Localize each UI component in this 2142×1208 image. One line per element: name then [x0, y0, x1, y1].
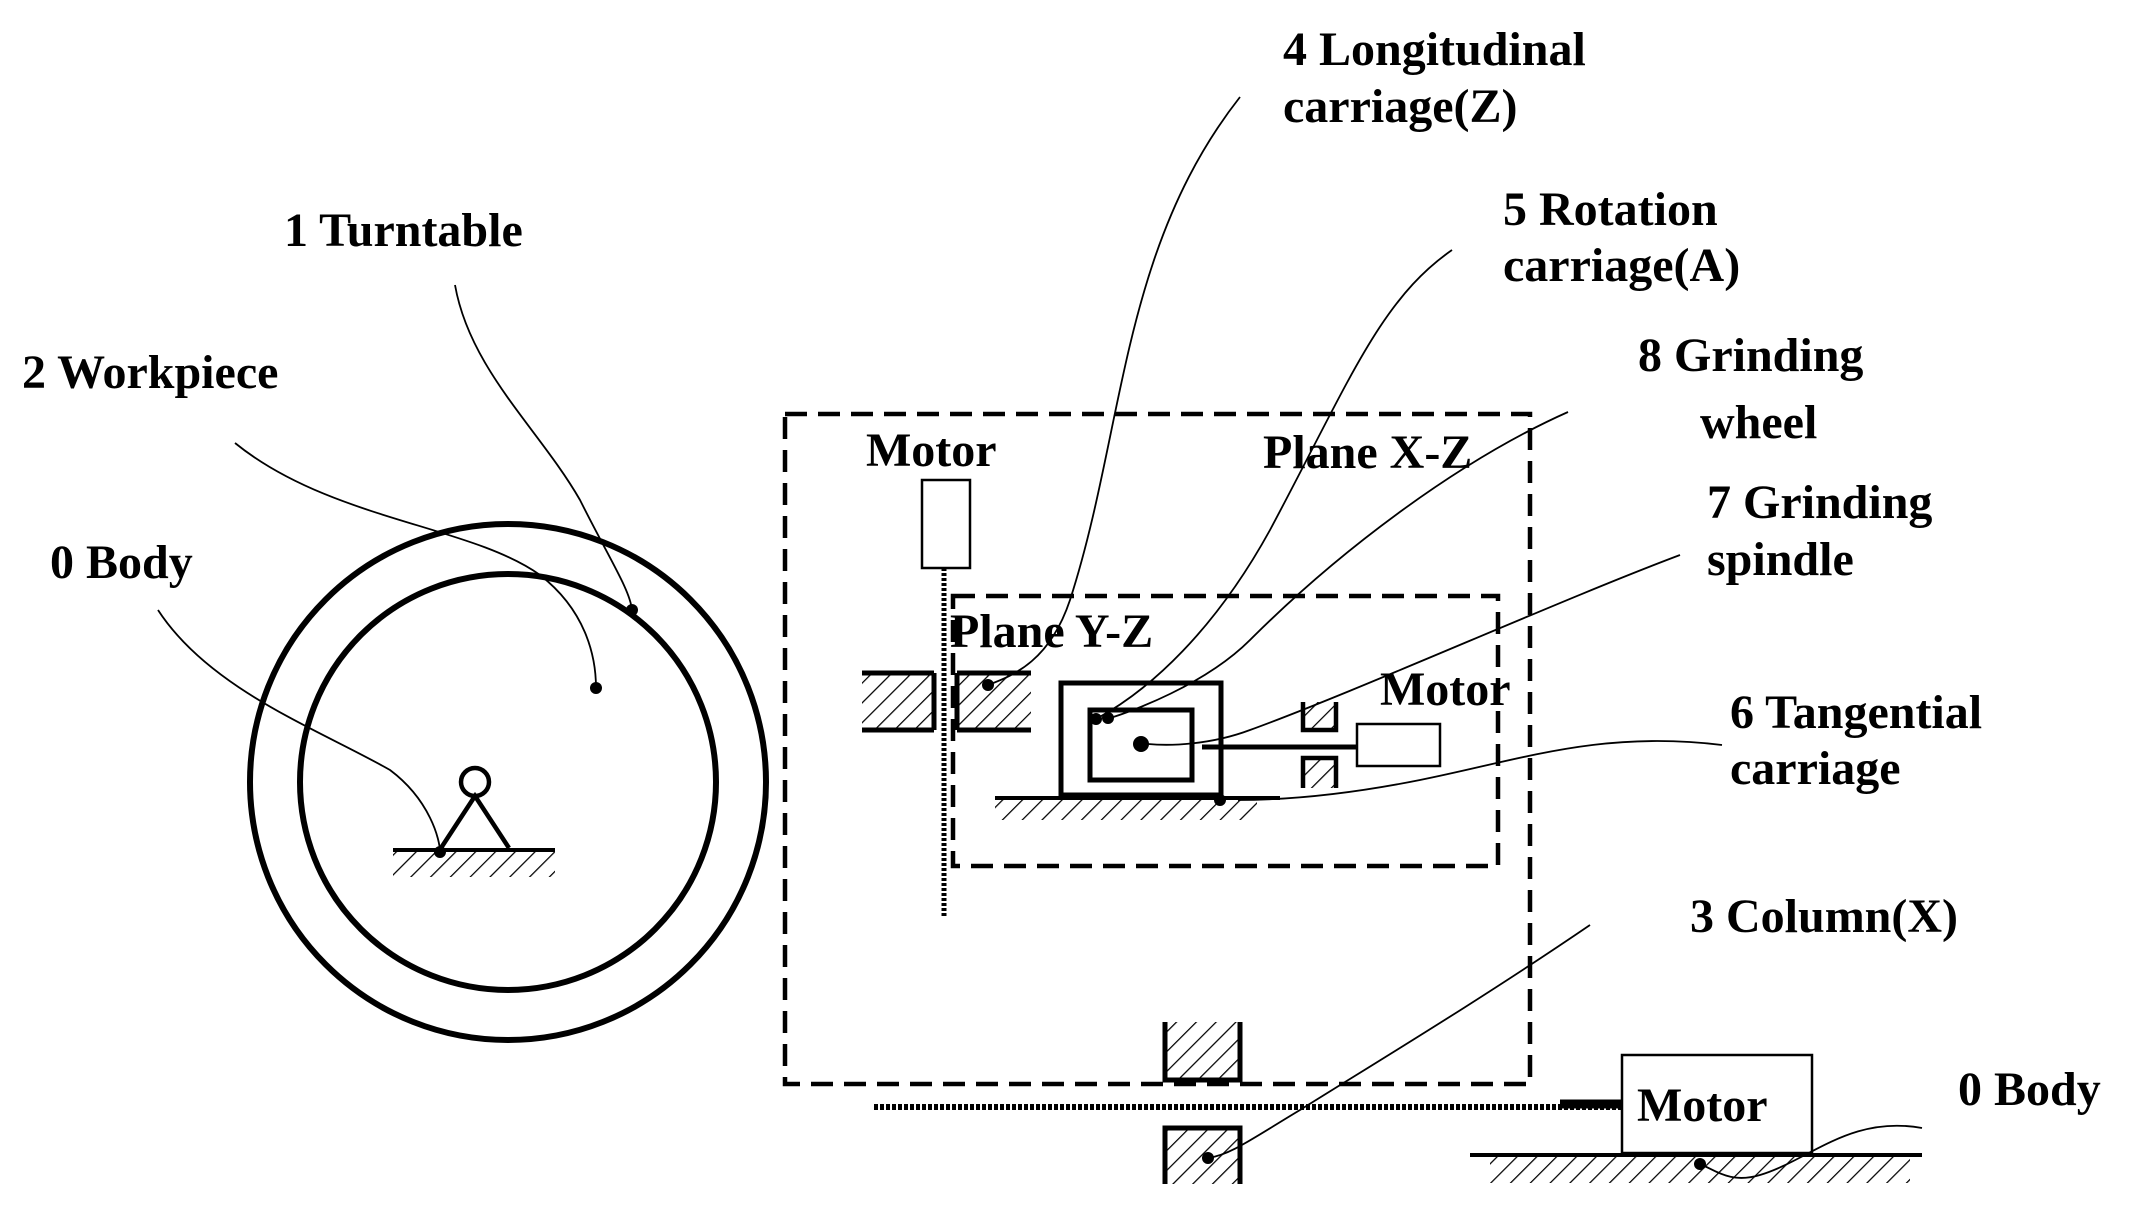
dot-rotation [1090, 713, 1102, 725]
leader-body-left [157, 609, 441, 853]
rotation-carriage-box [1087, 707, 1195, 783]
leader-dots [434, 604, 1706, 1170]
motor-right-box [1355, 722, 1442, 768]
leader-longitudinal [987, 96, 1241, 686]
leader-tangential [1237, 740, 1723, 801]
dot-workpiece [590, 682, 602, 694]
turntable-group [247, 521, 769, 1043]
leader-body-right [1699, 1124, 1923, 1179]
label-longitudinal-line2: carriage(Z) [1283, 80, 1518, 133]
motor-bottom-box [1620, 1053, 1814, 1155]
label-plane-xz: Plane X-Z [1263, 426, 1472, 479]
leader-rotation [1095, 249, 1453, 720]
label-plane-yz: Plane Y-Z [950, 605, 1153, 658]
label-motor-right: Motor [1380, 663, 1511, 716]
leader-lines [157, 96, 1923, 1179]
label-grinding-wheel-line1: 8 Grinding [1638, 329, 1863, 382]
leader-column [1207, 924, 1591, 1159]
leader-grinding-wheel [1109, 411, 1569, 719]
label-longitudinal-line1: 4 Longitudinal [1283, 23, 1586, 76]
dot-longitudinal [982, 679, 994, 691]
dot-column [1202, 1152, 1214, 1164]
dot-grinding-wheel [1102, 712, 1114, 724]
dot-tangential [1214, 794, 1226, 806]
tangential-rail-hatch [995, 800, 1257, 820]
label-rotation-line2: carriage(A) [1503, 239, 1740, 292]
label-motor-bottom: Motor [1637, 1079, 1768, 1132]
dot-body-left [434, 846, 446, 858]
workpiece-circle [297, 571, 719, 993]
leader-turntable [454, 284, 633, 611]
leader-workpiece [234, 442, 597, 689]
body-pivot-circle [458, 765, 492, 799]
dot-body-right [1694, 1158, 1706, 1170]
guide-block-right [957, 673, 1031, 730]
label-column: 3 Column(X) [1690, 890, 1958, 943]
label-workpiece: 2 Workpiece [22, 346, 278, 399]
label-tangential-line1: 6 Tangential [1730, 686, 1982, 739]
turntable-outer-circle [247, 521, 769, 1043]
motor-top-box [920, 478, 972, 570]
label-rotation-line1: 5 Rotation [1503, 183, 1718, 236]
body-pivot-triangle [439, 791, 511, 850]
label-turntable: 1 Turntable [284, 204, 523, 257]
leader-grinding-spindle [1147, 554, 1681, 746]
plane-yz-boundary [950, 593, 1501, 869]
spindle-bearing-top [1300, 702, 1339, 733]
plane-xz-boundary [782, 411, 1533, 1087]
guide-block-left [862, 673, 934, 730]
label-body-left: 0 Body [50, 536, 193, 589]
label-motor-top: Motor [866, 424, 997, 477]
body-ground-hatch-left [393, 851, 555, 877]
label-grinding-wheel-line2: wheel [1700, 396, 1817, 449]
column-bearing-top [1162, 1022, 1243, 1083]
label-body-right: 0 Body [1958, 1063, 2101, 1116]
label-grinding-spindle-line2: spindle [1707, 533, 1854, 586]
spindle-bearing-bottom [1300, 755, 1339, 788]
dot-grinding-spindle [1133, 736, 1149, 752]
label-grinding-spindle-line1: 7 Grinding [1707, 476, 1932, 529]
vertical-guide-blocks [862, 670, 1031, 733]
dot-turntable [626, 604, 638, 616]
label-tangential-line2: carriage [1730, 742, 1901, 795]
labels: 4 Longitudinal carriage(Z) 5 Rotation ca… [22, 23, 2101, 1132]
